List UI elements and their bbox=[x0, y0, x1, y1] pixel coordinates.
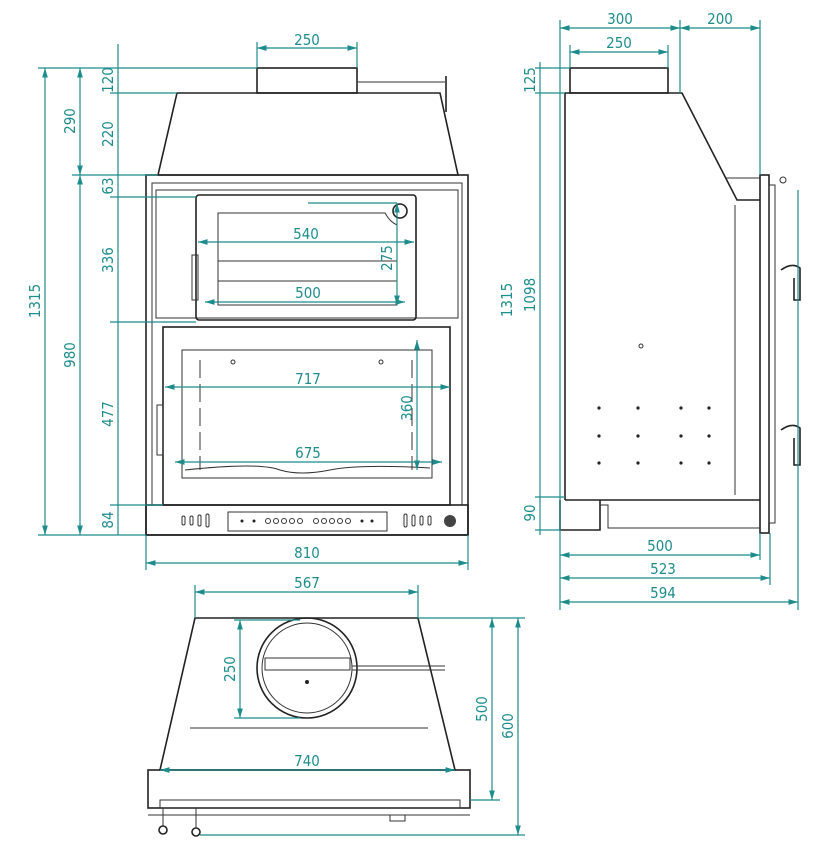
dim-depth-total: 594 bbox=[650, 584, 676, 602]
dim-oven-height: 336 bbox=[99, 247, 117, 273]
vent-slots-right bbox=[403, 513, 432, 528]
dim-firebox-width-outer: 717 bbox=[295, 370, 321, 388]
dim-side-total-height: 1315 bbox=[498, 283, 516, 317]
dim-flue-width: 250 bbox=[294, 31, 320, 49]
dim-base-height: 84 bbox=[99, 511, 117, 528]
dim-side-flue-height: 125 bbox=[521, 67, 539, 93]
vent-slots-left bbox=[181, 513, 210, 528]
dim-front-width: 740 bbox=[294, 752, 320, 770]
top-dimensions: 567 250 740 500 600 bbox=[160, 574, 525, 836]
dim-top-flue-diameter: 250 bbox=[221, 656, 239, 682]
dim-body-height: 980 bbox=[61, 342, 79, 368]
dim-side-base-height: 90 bbox=[521, 504, 539, 521]
dim-depth-body: 500 bbox=[647, 537, 673, 555]
dim-rear-width: 567 bbox=[294, 574, 320, 592]
dim-firebox-inner-height: 360 bbox=[398, 395, 416, 421]
dim-frame-top: 63 bbox=[99, 177, 117, 194]
side-vent-holes bbox=[597, 406, 711, 465]
side-outline bbox=[559, 67, 801, 534]
front-dimensions: 250 1315 290 980 120 220 63 336 477 84 5… bbox=[26, 31, 469, 570]
dim-firebox-height: 477 bbox=[99, 401, 117, 427]
front-outline bbox=[145, 67, 469, 536]
dim-hood-height: 220 bbox=[99, 121, 117, 147]
dim-side-body-height: 1098 bbox=[521, 278, 539, 312]
dim-top-depth: 300 bbox=[607, 10, 633, 28]
dim-total-height: 1315 bbox=[26, 284, 44, 318]
dim-oven-inner-height: 275 bbox=[378, 245, 396, 271]
control-strip-dots bbox=[240, 518, 374, 524]
side-view: 300 200 250 125 1098 90 1315 500 523 594 bbox=[498, 10, 801, 610]
dim-front-offset: 200 bbox=[707, 10, 733, 28]
dim-oven-width-outer: 540 bbox=[293, 225, 319, 243]
top-outline bbox=[147, 617, 471, 837]
dim-depth-with-front: 523 bbox=[650, 560, 676, 578]
dim-hood-total: 290 bbox=[61, 108, 79, 134]
brand-logo-icon bbox=[444, 515, 456, 527]
side-dimensions: 300 200 250 125 1098 90 1315 500 523 594 bbox=[498, 10, 799, 610]
dim-oven-width-inner: 500 bbox=[295, 284, 321, 302]
dim-total-width: 810 bbox=[294, 544, 320, 562]
dim-flue-height: 120 bbox=[99, 67, 117, 93]
dim-side-flue-diameter: 250 bbox=[606, 34, 632, 52]
top-view: 567 250 740 500 600 bbox=[147, 574, 525, 837]
dim-firebox-width-inner: 675 bbox=[295, 444, 321, 462]
dim-top-depth-body: 500 bbox=[473, 696, 491, 722]
front-view: 250 1315 290 980 120 220 63 336 477 84 5… bbox=[26, 31, 469, 570]
dim-top-depth-total: 600 bbox=[499, 713, 517, 739]
